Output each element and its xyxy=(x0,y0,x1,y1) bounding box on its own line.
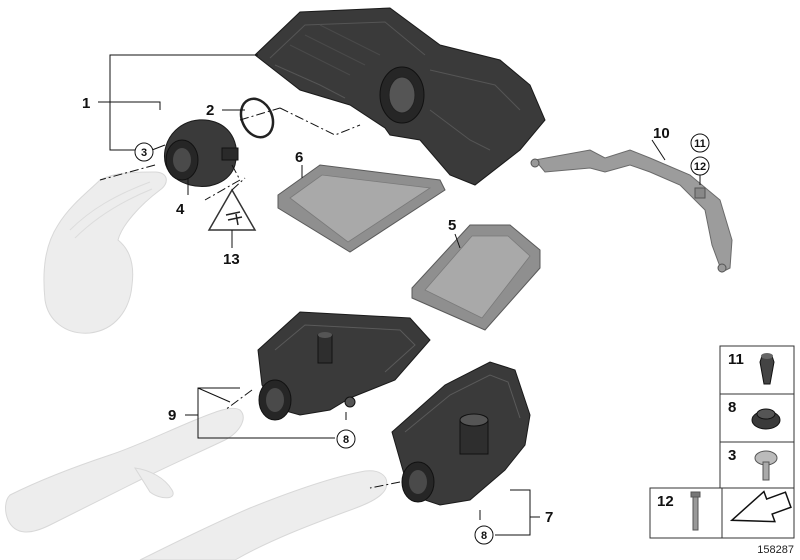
svg-text:3: 3 xyxy=(141,147,147,159)
filter-element-lower xyxy=(411,224,541,331)
air-filter-housing-lower-left xyxy=(257,311,431,421)
svg-text:8: 8 xyxy=(343,434,349,446)
svg-text:8: 8 xyxy=(728,399,736,416)
figure-id: 158287 xyxy=(757,544,794,556)
air-filter-housing-lower-right xyxy=(391,361,531,506)
callout-9: 9 xyxy=(168,407,176,424)
leader-lines xyxy=(98,54,701,536)
ghost-intake-duct-lower-left xyxy=(5,407,244,533)
callout-13: 13 xyxy=(223,251,240,268)
svg-text:11: 11 xyxy=(728,351,744,368)
legend-row-8: 8 xyxy=(719,393,795,443)
svg-text:11: 11 xyxy=(694,138,706,150)
air-filter-housing-cover xyxy=(254,7,546,186)
svg-text:12: 12 xyxy=(694,161,706,173)
callout-12: 12 xyxy=(690,156,710,176)
callout-1: 1 xyxy=(82,95,90,112)
callout-11: 11 xyxy=(690,133,710,153)
ghost-intake-duct-lower-right xyxy=(139,470,388,560)
callout-5: 5 xyxy=(448,217,456,234)
air-mass-sensor xyxy=(163,119,239,187)
svg-text:12: 12 xyxy=(657,493,674,510)
svg-text:8: 8 xyxy=(481,530,487,542)
callout-6: 6 xyxy=(295,149,303,166)
legend-row-11: 11 xyxy=(719,345,795,395)
callout-8-left: 8 xyxy=(336,429,356,449)
direction-arrow-icon xyxy=(729,490,792,523)
callout-7: 7 xyxy=(545,509,553,526)
callout-8-right: 8 xyxy=(474,525,494,545)
ghost-intake-duct-top xyxy=(43,171,167,334)
bracket xyxy=(530,149,733,273)
callout-10: 10 xyxy=(653,125,670,142)
callout-4: 4 xyxy=(176,201,185,218)
legend-row-3: 3 xyxy=(719,441,795,489)
svg-text:3: 3 xyxy=(728,447,736,464)
filter-element-upper xyxy=(277,164,446,253)
electrical-plug-warning-icon xyxy=(207,188,257,231)
callout-2: 2 xyxy=(206,102,214,119)
sealing-ring xyxy=(239,97,275,139)
callout-3: 3 xyxy=(134,142,154,162)
